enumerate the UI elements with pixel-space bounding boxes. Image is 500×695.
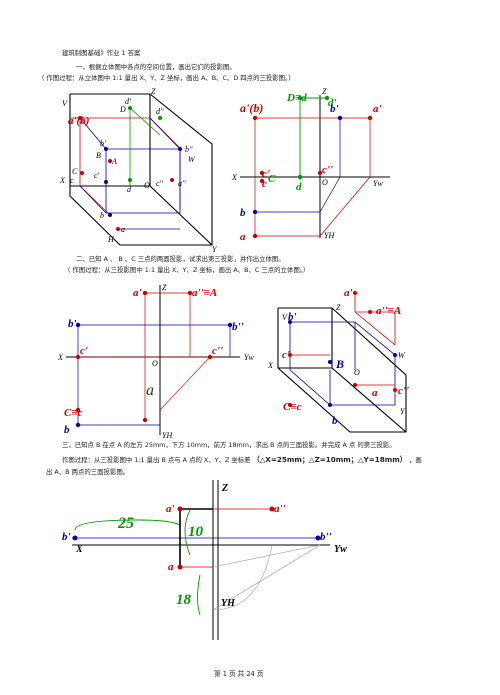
label-a: a bbox=[168, 561, 174, 573]
q3-line2-b: （△X=25mm；△Z=10mm；△Y=18mm） bbox=[252, 455, 407, 464]
label-Z: Z bbox=[322, 87, 327, 96]
label-V: V bbox=[282, 313, 288, 322]
label-Y: Y bbox=[212, 245, 218, 254]
doc-header: 建筑制图基础》作业 1 答案 bbox=[62, 49, 141, 57]
label-a1: a' bbox=[373, 103, 382, 115]
label-B: B bbox=[335, 357, 344, 371]
q3-line2-c: ，画 bbox=[408, 456, 422, 464]
label-Yw: Yw bbox=[373, 179, 383, 188]
label-b1: b' bbox=[100, 139, 106, 148]
label-a-b: a'(b) bbox=[68, 115, 89, 127]
label-X: X bbox=[59, 176, 66, 185]
label-a2: a'' bbox=[274, 503, 286, 515]
label-a: a bbox=[372, 387, 378, 399]
label-O: O bbox=[152, 359, 158, 368]
label-O: O bbox=[322, 178, 328, 187]
label-a-b: a'(b) bbox=[240, 101, 263, 115]
q2-line2: （ 作图过程：从三投影图中 1:1 量出 X、Y、Z 坐标，画出 A、B、C 三… bbox=[64, 266, 310, 274]
label-O: O bbox=[144, 181, 150, 190]
label-d1: d' bbox=[328, 97, 337, 109]
label-b: b bbox=[240, 207, 246, 219]
label-W: W bbox=[188, 155, 196, 164]
page-footer: 第 1 页 共 24 页 bbox=[214, 670, 264, 678]
label-b1: b' bbox=[330, 103, 339, 115]
q1-line2: （ 作图过程：从立体图中 1:1 量出 X、Y、Z 坐标，画出 A、B、C、D … bbox=[38, 74, 295, 82]
dim-25: 25 bbox=[117, 515, 134, 532]
label-b2: b'' bbox=[185, 145, 193, 154]
label-X: X bbox=[267, 361, 274, 370]
label-c: c'' bbox=[398, 385, 409, 397]
label-D: D bbox=[119, 105, 126, 114]
label-X: X bbox=[57, 353, 64, 362]
label-a1: a' bbox=[166, 503, 175, 515]
label-a: a bbox=[121, 225, 125, 234]
label-W: W bbox=[398, 351, 406, 360]
label-Z: Z bbox=[336, 303, 341, 312]
label-a1: a' bbox=[344, 287, 353, 299]
label-B: B bbox=[96, 151, 101, 160]
label-Z: Z bbox=[162, 283, 167, 292]
q3-line3: 出 A、B 两点的三面投影图。 bbox=[46, 468, 130, 476]
label-c: c bbox=[70, 176, 74, 185]
q1-line1: 一、根据立体图中各点的空间位置，画出它们的投影图。 bbox=[76, 63, 236, 71]
dim-10: 10 bbox=[188, 524, 204, 540]
q3-line2-a: 作图过程：从三投影图中 1:1 量出 B 点与 A 点的 X、Y、Z 坐标差 bbox=[62, 456, 251, 464]
label-c2: c'' bbox=[156, 179, 163, 188]
label-c1: c' bbox=[282, 349, 290, 361]
label-H: H bbox=[107, 235, 115, 244]
label-Z: Z bbox=[221, 483, 228, 494]
label-b1: b' bbox=[288, 311, 297, 323]
label-A: A bbox=[111, 157, 117, 166]
label-c1: c' bbox=[262, 168, 270, 180]
label-C: C bbox=[72, 167, 78, 176]
label-c2: c'' bbox=[322, 164, 333, 176]
label-d1: d' bbox=[125, 97, 131, 106]
label-b2: b'' bbox=[232, 321, 244, 333]
label-a: a bbox=[240, 231, 246, 243]
q2-line1: 二、已知 A 、 B 、C 三点的两面投影，试求出第三投影，并作出立体图。 bbox=[76, 255, 285, 263]
label-c2: c'' bbox=[212, 345, 223, 357]
q3-line1: 三、已知点 B 在点 A 的左方 25mm，下方 10mm，前方 18mm，求出… bbox=[62, 441, 396, 449]
q3-line2: 作图过程：从三投影图中 1:1 量出 B 点与 A 点的 X、Y、Z 坐标差 （… bbox=[62, 456, 422, 463]
label-b: b bbox=[332, 415, 338, 427]
label-C: C bbox=[268, 173, 276, 185]
label-C: C≡c bbox=[283, 401, 302, 413]
label-aA: a''≡A bbox=[192, 287, 217, 299]
label-D-d: D≡d bbox=[286, 92, 307, 104]
label-c1: c' bbox=[94, 171, 100, 180]
label-X: X bbox=[231, 173, 238, 182]
label-Yh: YH bbox=[162, 431, 173, 440]
label-b: b bbox=[64, 424, 70, 436]
label-b1: b' bbox=[68, 318, 77, 330]
label-b2: b'' bbox=[320, 531, 332, 543]
label-V: V bbox=[62, 99, 68, 108]
label-O: O bbox=[354, 368, 360, 377]
label-d: d bbox=[127, 185, 132, 194]
label-X: X bbox=[75, 544, 83, 555]
label-d: d bbox=[296, 181, 302, 193]
label-d2: d'' bbox=[156, 107, 164, 116]
label-b: b bbox=[100, 211, 104, 220]
label-Z: Z bbox=[151, 87, 156, 96]
label-a1: a' bbox=[133, 287, 142, 299]
label-Yw: Yw bbox=[334, 544, 347, 555]
label-c: c bbox=[262, 178, 267, 190]
label-Yw: Yw bbox=[244, 353, 254, 362]
dim-18: 18 bbox=[176, 592, 192, 608]
label-C: C≡c bbox=[64, 407, 83, 419]
label-c1: c' bbox=[80, 345, 88, 357]
label-b1: b' bbox=[62, 531, 71, 543]
label-Yh: YH bbox=[221, 598, 236, 609]
label-a2: a'' bbox=[178, 179, 186, 188]
label-Yh: YH bbox=[324, 231, 335, 240]
label-a: a bbox=[146, 382, 154, 399]
label-aA: a''≡A bbox=[376, 305, 401, 317]
label-Y: Y bbox=[400, 407, 406, 416]
